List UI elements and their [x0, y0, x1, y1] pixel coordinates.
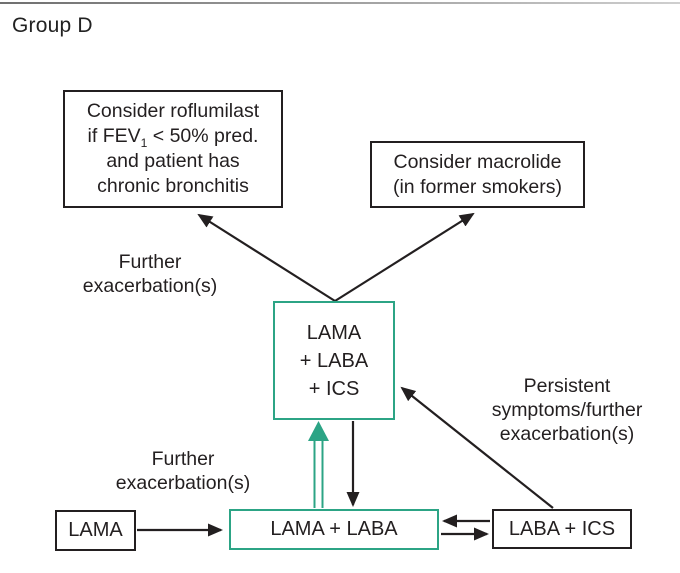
lama-laba-label: LAMA + LABA: [270, 518, 398, 540]
roflumilast-line2: if FEV1 < 50% pred.: [88, 124, 259, 149]
triple-line3: + ICS: [308, 377, 360, 400]
further-lower-line2: exacerbation(s): [115, 472, 251, 494]
top-rule-divider: [0, 2, 680, 4]
laba-ics-label: LABA + ICS: [508, 517, 616, 540]
further-upper-line1: Further: [118, 251, 182, 273]
laba-ics-box: LABA + ICS: [492, 509, 632, 549]
fev-threshold-text: < 50% pred.: [147, 125, 259, 147]
persistent-symptoms-label: Persistent symptoms/further exacerbation…: [472, 374, 662, 446]
further-upper-line2: exacerbation(s): [82, 275, 218, 297]
triple-therapy-box: LAMA + LABA + ICS: [273, 301, 395, 420]
persistent-line2: symptoms/further: [491, 399, 643, 421]
further-exacerbation-upper-label: Further exacerbation(s): [55, 250, 245, 298]
macrolide-line1: Consider macrolide: [393, 150, 562, 173]
triple-line1: LAMA: [306, 321, 362, 344]
teal-escalation-arrow: [308, 421, 329, 508]
macrolide-line2: (in former smokers): [392, 175, 563, 198]
fev1-subscript: 1: [140, 135, 148, 150]
triple-line2: + LABA: [299, 349, 369, 372]
arrow-triple-to-macrolide: [334, 212, 475, 302]
roflumilast-box: Consider roflumilast if FEV1 < 50% pred.…: [63, 90, 283, 208]
persistent-line3: exacerbation(s): [499, 423, 635, 445]
further-lower-line1: Further: [151, 448, 215, 470]
lama-box: LAMA: [55, 510, 136, 551]
roflumilast-line3: and patient has: [106, 150, 240, 172]
lama-laba-box: LAMA + LABA: [229, 509, 439, 550]
fev-text: if FEV: [87, 125, 141, 147]
macrolide-box: Consider macrolide (in former smokers): [370, 141, 585, 208]
further-exacerbation-lower-label: Further exacerbation(s): [93, 447, 273, 495]
roflumilast-line4: chronic bronchitis: [97, 175, 249, 197]
roflumilast-line1: Consider roflumilast: [86, 100, 260, 122]
lama-label: LAMA: [68, 519, 123, 541]
persistent-line1: Persistent: [523, 375, 611, 397]
figure-title: Group D: [12, 14, 93, 37]
